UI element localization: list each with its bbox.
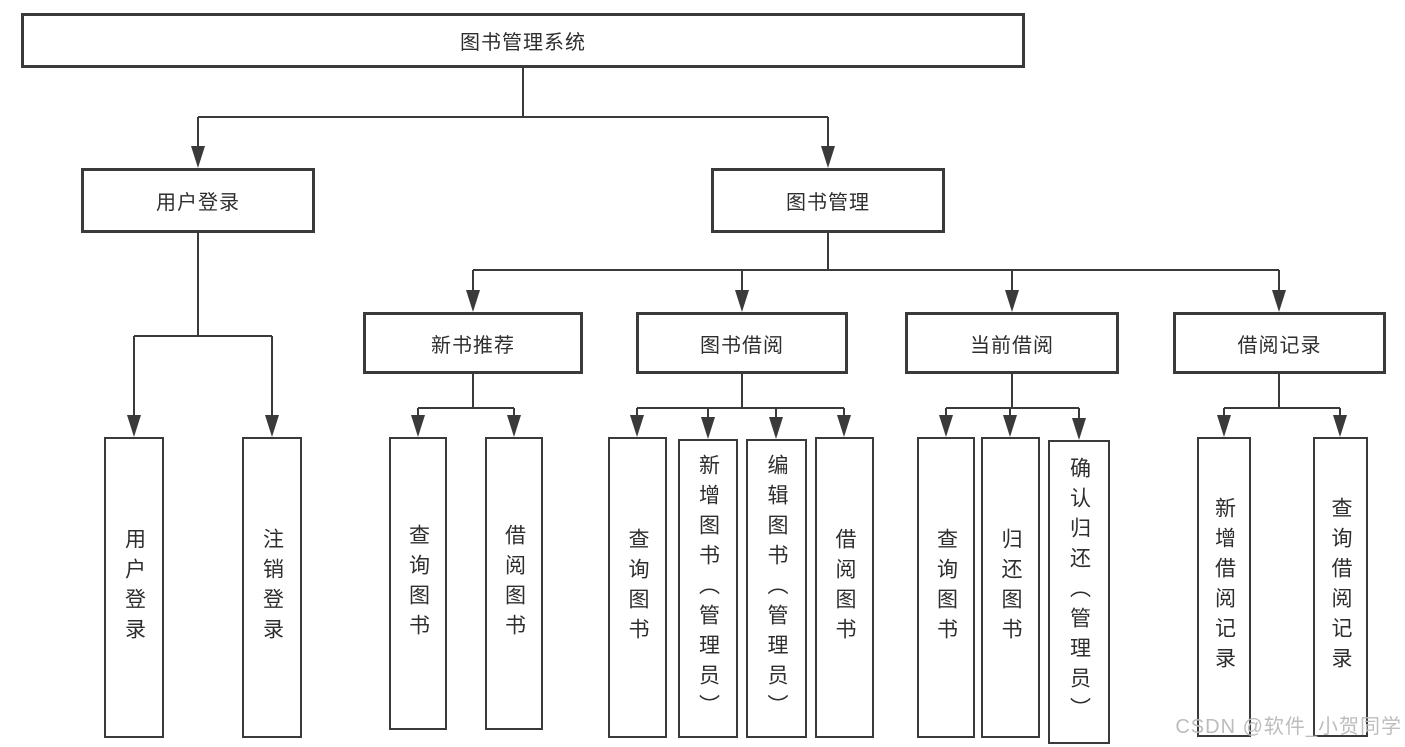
arrowhead [837, 415, 851, 437]
node-book-mgmt: 图书管理 [711, 168, 945, 233]
node-bb-borrow-book: 借阅图书 [815, 437, 874, 738]
connector-book-mgmt-to-level3 [466, 233, 1286, 312]
arrowhead [1005, 290, 1019, 312]
node-cb-confirm-return: 确认归还（管理员） [1048, 440, 1110, 744]
node-cb-return-book: 归还图书 [981, 437, 1040, 738]
node-cb-confirm-return-label: 确认归还（管理员） [1067, 457, 1091, 727]
node-leaf-user-login-label: 用户登录 [122, 527, 146, 648]
node-root-label: 图书管理系统 [460, 32, 586, 54]
node-borrow-record: 借阅记录 [1173, 312, 1386, 374]
node-current-borrow-label: 当前借阅 [970, 334, 1054, 357]
node-rec-query-book: 查询图书 [389, 437, 447, 730]
node-new-book-rec: 新书推荐 [363, 312, 583, 374]
node-book-mgmt-label: 图书管理 [786, 192, 870, 214]
node-br-query-record-label: 查询借阅记录 [1329, 497, 1352, 677]
arrowhead [769, 417, 783, 439]
node-cb-query-book-label: 查询图书 [934, 527, 958, 648]
arrowhead [466, 290, 480, 312]
node-new-book-rec-label: 新书推荐 [431, 334, 515, 357]
node-rec-query-book-label: 查询图书 [406, 523, 430, 644]
arrowhead [821, 146, 835, 168]
arrowhead [1217, 415, 1231, 437]
node-book-borrow-label: 图书借阅 [700, 334, 784, 357]
arrowhead [735, 290, 749, 312]
node-borrow-record-label: 借阅记录 [1237, 334, 1322, 357]
node-rec-borrow-book: 借阅图书 [485, 437, 543, 730]
node-br-add-record-label: 新增借阅记录 [1212, 497, 1236, 677]
arrowhead [1003, 415, 1017, 437]
arrowhead [1333, 415, 1347, 437]
arrowhead [1072, 418, 1086, 440]
node-leaf-logout: 注销登录 [242, 437, 302, 738]
node-book-borrow: 图书借阅 [636, 312, 848, 374]
connector-book-borrow-children [630, 374, 851, 439]
watermark: CSDN @软件_小贺同学 [1175, 716, 1402, 738]
node-bb-query-book-label: 查询图书 [626, 527, 649, 648]
node-br-add-record: 新增借阅记录 [1197, 437, 1251, 737]
node-cb-return-book-label: 归还图书 [999, 527, 1022, 648]
arrowhead [265, 415, 279, 437]
arrowhead [191, 146, 205, 168]
connector-root-to-level2 [191, 68, 835, 168]
node-bb-edit-book-label: 编辑图书（管理员） [765, 453, 788, 724]
node-rec-borrow-book-label: 借阅图书 [502, 523, 526, 644]
arrowhead [127, 415, 141, 437]
node-bb-add-book: 新增图书（管理员） [678, 439, 738, 738]
node-bb-query-book: 查询图书 [608, 437, 667, 738]
arrowhead [701, 417, 715, 439]
node-user-login: 用户登录 [81, 168, 315, 233]
node-user-login-label: 用户登录 [156, 192, 240, 214]
arrowhead [630, 415, 644, 437]
connector-current-borrow-children [939, 374, 1086, 440]
arrowhead [507, 415, 521, 437]
node-bb-edit-book: 编辑图书（管理员） [746, 439, 807, 738]
node-leaf-logout-label: 注销登录 [260, 527, 284, 648]
connector-user-login-children [127, 233, 279, 437]
node-root: 图书管理系统 [21, 13, 1025, 68]
node-current-borrow: 当前借阅 [905, 312, 1119, 374]
node-bb-borrow-book-label: 借阅图书 [833, 527, 856, 648]
node-bb-add-book-label: 新增图书（管理员） [696, 453, 720, 724]
arrowhead [1272, 290, 1286, 312]
node-br-query-record: 查询借阅记录 [1313, 437, 1368, 737]
node-leaf-user-login: 用户登录 [104, 437, 164, 738]
connector-borrow-record-children [1217, 374, 1347, 437]
arrowhead [411, 415, 425, 437]
arrowhead [939, 415, 953, 437]
connector-new-book-rec-children [411, 374, 521, 437]
node-cb-query-book: 查询图书 [917, 437, 975, 738]
